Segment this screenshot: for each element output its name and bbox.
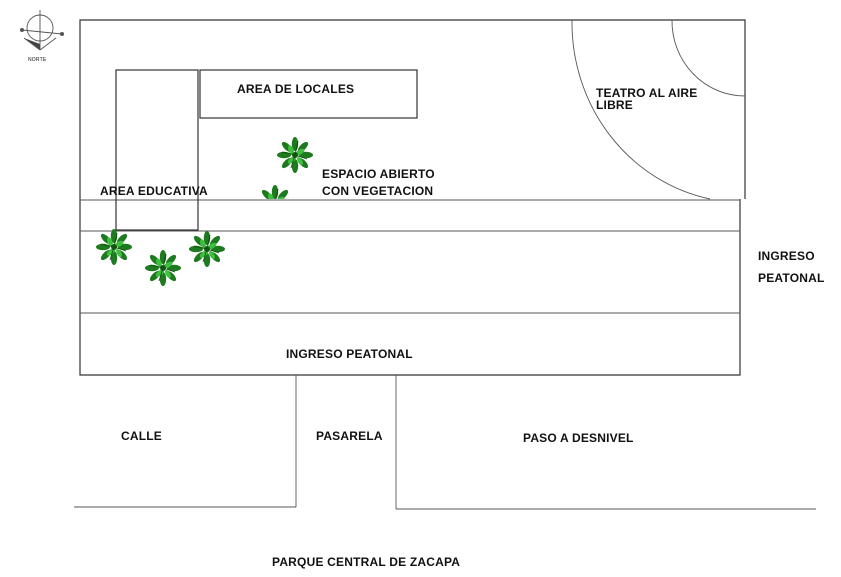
teatro-outer-arc: [571, 19, 711, 200]
area-locales-label: AREA DE LOCALES: [237, 82, 355, 96]
area-educativa-block: [115, 69, 199, 231]
plant-icon: [95, 228, 133, 266]
north-label: NORTE: [28, 57, 47, 63]
area-educativa-label: AREA EDUCATIVA: [100, 184, 208, 198]
calle-label: CALLE: [121, 429, 162, 443]
pasarela-label: PASARELA: [316, 429, 383, 443]
north-arrow-icon: [20, 10, 64, 51]
ingreso-right-line2: PEATONAL: [758, 271, 825, 285]
teatro-label-line2: LIBRE: [596, 98, 633, 112]
site-boundary: [79, 19, 746, 376]
teatro-inner-arc: [671, 19, 746, 97]
plant-icon: [144, 249, 182, 287]
espacio-label-line2: CON VEGETACION: [322, 184, 434, 198]
plant-icon: [188, 230, 226, 268]
ingreso-right-line1: INGRESO: [758, 249, 815, 263]
parque-label: PARQUE CENTRAL DE ZACAPA: [272, 555, 461, 569]
area-locales-block: [199, 69, 418, 119]
teatro-label-line1: TEATRO AL AIRE: [596, 86, 698, 100]
plant-icon: [256, 184, 294, 199]
espacio-label-line1: ESPACIO ABIERTO: [322, 167, 435, 181]
plant-icon: [276, 136, 314, 174]
paso-desnivel-label: PASO A DESNIVEL: [523, 431, 634, 445]
ingreso-bottom-label: INGRESO PEATONAL: [286, 347, 413, 361]
